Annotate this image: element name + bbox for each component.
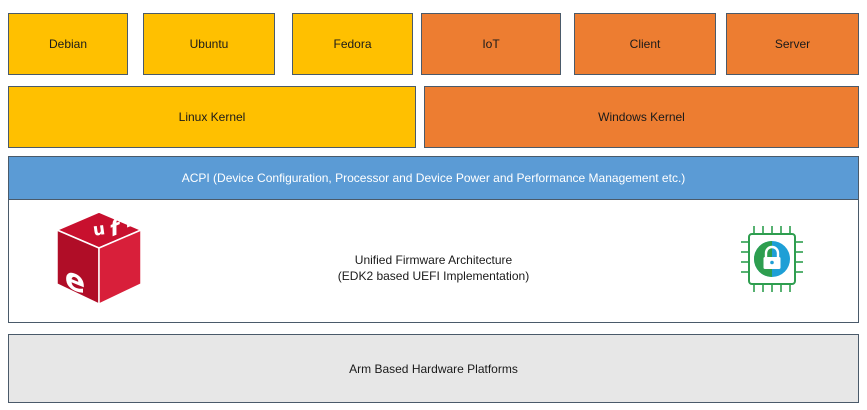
svg-text:f: f	[110, 214, 121, 243]
uefi-logo-icon: u e f i	[55, 208, 143, 306]
windows-kernel-box: Windows Kernel	[424, 86, 859, 148]
os-label: Client	[629, 37, 661, 51]
os-box-iot: IoT	[421, 13, 561, 75]
firmware-title: Unified Firmware Architecture	[354, 253, 513, 267]
os-label: IoT	[482, 37, 500, 51]
linux-kernel-label: Linux Kernel	[178, 110, 246, 124]
os-box-ubuntu: Ubuntu	[143, 13, 275, 75]
os-label: Fedora	[333, 37, 372, 51]
linux-kernel-box: Linux Kernel	[8, 86, 416, 148]
secure-chip-lock-icon	[741, 226, 803, 292]
os-label: Ubuntu	[189, 37, 229, 51]
acpi-label: ACPI (Device Configuration, Processor an…	[181, 171, 686, 185]
firmware-description: Unified Firmware Architecture (EDK2 base…	[9, 252, 858, 284]
os-box-client: Client	[574, 13, 716, 75]
os-box-server: Server	[726, 13, 859, 75]
os-box-debian: Debian	[8, 13, 128, 75]
os-box-fedora: Fedora	[292, 13, 413, 75]
svg-text:e: e	[65, 259, 85, 302]
svg-text:u: u	[92, 219, 107, 240]
os-label: Server	[774, 37, 811, 51]
hardware-box: Arm Based Hardware Platforms	[8, 334, 859, 403]
svg-text:i: i	[125, 208, 133, 234]
os-label: Debian	[48, 37, 88, 51]
windows-kernel-label: Windows Kernel	[598, 110, 685, 124]
hardware-label: Arm Based Hardware Platforms	[349, 361, 518, 376]
acpi-box: ACPI (Device Configuration, Processor an…	[8, 156, 859, 200]
firmware-box: u e f i Unified Firmware Architecture (E…	[8, 199, 859, 323]
firmware-subtitle: (EDK2 based UEFI Implementation)	[337, 269, 530, 283]
